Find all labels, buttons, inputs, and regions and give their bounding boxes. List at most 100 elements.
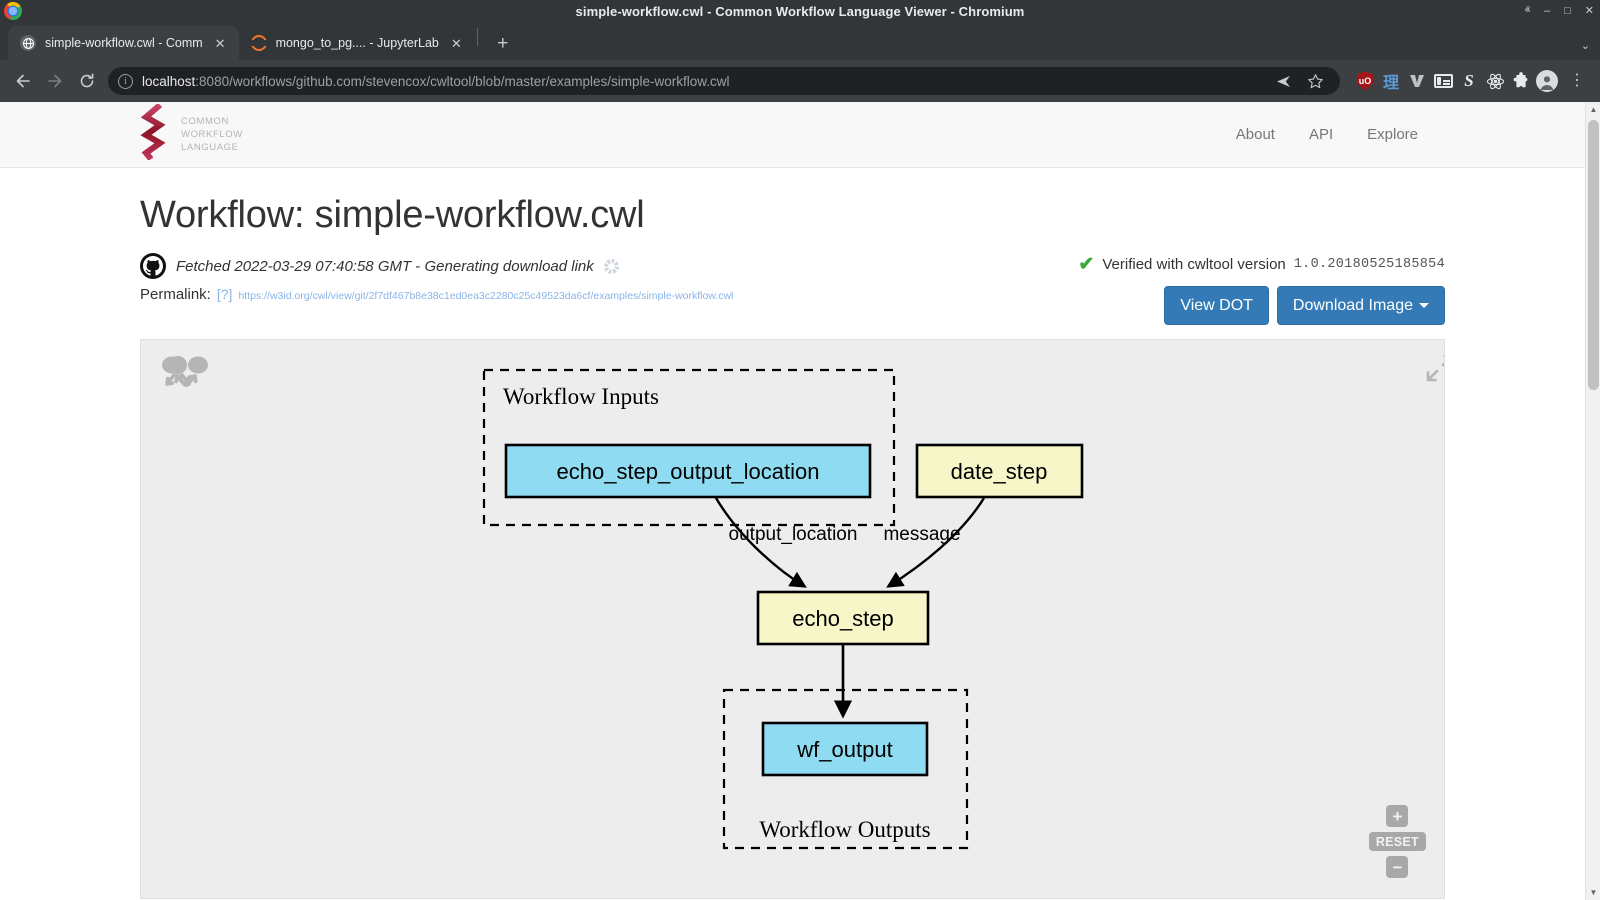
back-icon[interactable] [8, 66, 38, 96]
workflow-graph-svg[interactable]: Workflow Inputs echo_step_output_locatio… [141, 340, 1445, 899]
cluster-label-workflow-outputs: Workflow Outputs [759, 817, 930, 842]
url-host: localhost [142, 73, 196, 89]
url-path: :8080/workflows/github.com/stevencox/cwl… [195, 73, 730, 89]
scroll-up-icon[interactable]: ▲ [1589, 105, 1598, 114]
tab-list-chevron-icon[interactable]: ⌄ [1580, 40, 1590, 52]
news-card-icon[interactable] [1432, 70, 1454, 92]
verified-line: ✔ Verified with cwltool version 1.0.2018… [1078, 255, 1445, 274]
page-title: Workflow: simple-workflow.cwl [140, 194, 645, 236]
forward-icon [40, 66, 70, 96]
brand-wordmark: COMMON WORKFLOW LANGUAGE [181, 115, 243, 154]
close-icon[interactable]: ✕ [1584, 4, 1594, 17]
loading-spinner-icon [603, 258, 619, 274]
github-icon [140, 253, 166, 279]
ublock-shield: uO [1356, 71, 1374, 91]
react-devtools-icon[interactable] [1484, 70, 1506, 92]
bookmark-star-icon[interactable] [1300, 66, 1330, 96]
cwltool-version: 1.0.20180525185854 [1293, 257, 1445, 272]
cluster-workflow-outputs [722, 689, 969, 850]
ublock-origin-icon[interactable]: uO [1354, 70, 1376, 92]
card-glyph [1433, 74, 1453, 88]
nav-link-api[interactable]: API [1308, 126, 1334, 143]
site-info-icon[interactable]: i [118, 73, 133, 89]
permalink-url[interactable]: https://w3id.org/cwl/view/git/2f7df467b8… [238, 290, 734, 302]
browser-toolbar: i localhost:8080/workflows/github.com/st… [0, 60, 1600, 102]
verified-check-icon: ✔ [1078, 254, 1095, 275]
download-image-button[interactable]: Download Image [1276, 286, 1445, 326]
node-label: echo_step [792, 606, 894, 631]
chrome-menu-icon[interactable]: ⋮ [1569, 72, 1585, 89]
tab-close-icon[interactable]: ✕ [450, 35, 462, 51]
edge-label-message: message [883, 524, 960, 545]
download-image-label: Download Image [1292, 297, 1413, 314]
zoom-in-button[interactable]: + [1386, 805, 1409, 828]
workflow-graph-panel[interactable]: Workflow Inputs echo_step_output_locatio… [140, 339, 1445, 900]
site-navbar: COMMON WORKFLOW LANGUAGE About API Explo… [0, 102, 1585, 168]
action-buttons: View DOT Download Image [1078, 286, 1445, 326]
metadata-row: Fetched 2022-03-29 07:40:58 GMT - Genera… [140, 253, 1445, 326]
tab-title: simple-workflow.cwl - Comm [45, 36, 203, 50]
profile-avatar[interactable] [1536, 70, 1558, 92]
node-echo-step[interactable] [756, 590, 930, 646]
maximize-icon[interactable]: □ [1564, 4, 1571, 17]
nav-link-about[interactable]: About [1235, 126, 1275, 143]
permalink-help-icon[interactable]: [?] [216, 286, 233, 302]
cwl-zigzag-logo-icon [140, 102, 170, 165]
cluster-workflow-inputs [482, 369, 896, 527]
window-title: simple-workflow.cwl - Common Workflow La… [575, 3, 1025, 19]
edge-label-output-location: output_location [729, 524, 858, 545]
brand-line-3: LANGUAGE [181, 142, 239, 153]
node-echo-step-output-location[interactable] [504, 443, 872, 499]
reload-icon[interactable] [72, 66, 102, 96]
nav-link-explore[interactable]: Explore [1367, 126, 1418, 143]
nav-links: About API Explore [1219, 126, 1565, 143]
zoom-out-button[interactable]: − [1386, 856, 1409, 879]
vimium-icon[interactable] [1406, 70, 1428, 92]
scroll-down-icon[interactable]: ▼ [1589, 888, 1598, 897]
tab-close-icon[interactable]: ✕ [214, 35, 226, 51]
node-label: date_step [951, 459, 1048, 484]
tab-jupyterlab[interactable]: mongo_to_pg.... - JupyterLab ✕ [239, 26, 475, 60]
zoom-reset-button[interactable]: RESET [1368, 832, 1426, 852]
jupyterlab-favicon-icon [250, 35, 267, 51]
scrollbar-thumb[interactable] [1588, 120, 1599, 390]
permalink-label: Permalink: [140, 286, 211, 303]
cwl-logo-link[interactable]: COMMON WORKFLOW LANGUAGE [140, 102, 243, 165]
permalink-line: Permalink: [?] https://w3id.org/cwl/view… [140, 286, 1078, 303]
fetched-status: Generating download link [424, 257, 594, 275]
tab-separator [476, 28, 478, 46]
node-date-step[interactable] [915, 443, 1084, 499]
page-scrollbar[interactable]: ▲ ▼ [1585, 102, 1600, 900]
address-bar-url: localhost:8080/workflows/github.com/stev… [142, 74, 730, 89]
cluster-label-workflow-inputs: Workflow Inputs [503, 384, 659, 409]
new-tab-button[interactable]: + [497, 33, 509, 54]
cwl-favicon-icon [20, 35, 36, 51]
fetched-status-line: Fetched 2022-03-29 07:40:58 GMT - Genera… [140, 253, 1078, 279]
window-titlebar: simple-workflow.cwl - Common Workflow La… [0, 0, 1600, 22]
verified-text: Verified with cwltool version [1102, 256, 1286, 273]
kanji-reader-icon[interactable]: 理 [1382, 73, 1399, 92]
window-controls: ⱏ – □ ✕ [1525, 0, 1594, 22]
node-wf-output[interactable] [761, 721, 929, 777]
fetched-separator: - [411, 257, 425, 275]
extensions-puzzle-icon[interactable] [1510, 70, 1532, 92]
node-label: echo_step_output_location [557, 459, 820, 484]
extension-icons: uO 理 S ⋮ [1348, 66, 1592, 96]
tab-strip: simple-workflow.cwl - Comm ✕ mongo_to_pg… [0, 22, 1600, 60]
restore-chevron-icon[interactable]: ⱏ [1524, 4, 1530, 17]
chromium-logo-icon [4, 2, 22, 20]
s-extension-icon[interactable]: S [1464, 71, 1474, 90]
edge-inputs-to-echo-step [714, 497, 807, 588]
address-bar[interactable]: i localhost:8080/workflows/github.com/st… [108, 67, 1340, 95]
view-dot-button[interactable]: View DOT [1164, 286, 1269, 326]
fetched-text: Fetched 2022-03-29 07:40:58 GMT - Genera… [176, 258, 594, 275]
tab-title: mongo_to_pg.... - JupyterLab [275, 36, 439, 50]
graph-zoom-controls: + RESET − [1368, 805, 1426, 879]
share-icon[interactable] [1268, 66, 1298, 96]
node-label: wf_output [796, 737, 892, 762]
page-viewport: COMMON WORKFLOW LANGUAGE About API Explo… [0, 102, 1600, 900]
tab-simple-workflow[interactable]: simple-workflow.cwl - Comm ✕ [8, 26, 239, 60]
brand-line-2: WORKFLOW [181, 129, 243, 140]
minimize-icon[interactable]: – [1544, 4, 1551, 17]
